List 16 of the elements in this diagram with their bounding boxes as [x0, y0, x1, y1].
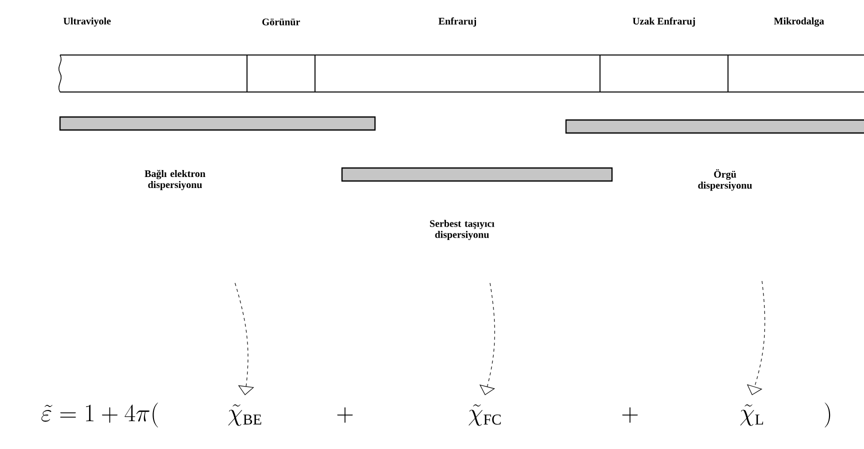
plus-sign: $+$: [337, 407, 353, 423]
band-label: Bağlı elektron dispersiyonu: [144, 170, 206, 190]
curved-arrow: [234, 282, 254, 396]
spectrum-cell: Enfraruj: [314, 17, 600, 92]
spectrum-cell: Uzak Enfraruj: [600, 17, 728, 92]
spectrum-cell: Görünür: [246, 18, 316, 92]
spectrum-cell: Ultraviyole: [58, 17, 248, 92]
susceptibility-term: $\tilde{\chi}_{\scriptscriptstyle\mathrm{L}}$: [740, 404, 764, 426]
susceptibility-term: $\tilde{\chi}_{\scriptscriptstyle\mathrm{FC}}$: [468, 404, 501, 426]
band-label: Örgü dispersiyonu: [698, 169, 752, 191]
permittivity-formula: $\tilde{\varepsilon}=1+4\pi($: [41, 402, 158, 428]
susceptibility-term: $\tilde{\chi}_{\scriptscriptstyle\mathrm{BE}}$: [228, 404, 262, 426]
band-label: Serbest taşıyıcı dispersiyonu: [430, 220, 494, 240]
spectrum-cell: Mikrodalga: [728, 17, 864, 92]
parenthesis: $)$: [824, 402, 830, 428]
plus-sign: $+$: [622, 407, 638, 423]
